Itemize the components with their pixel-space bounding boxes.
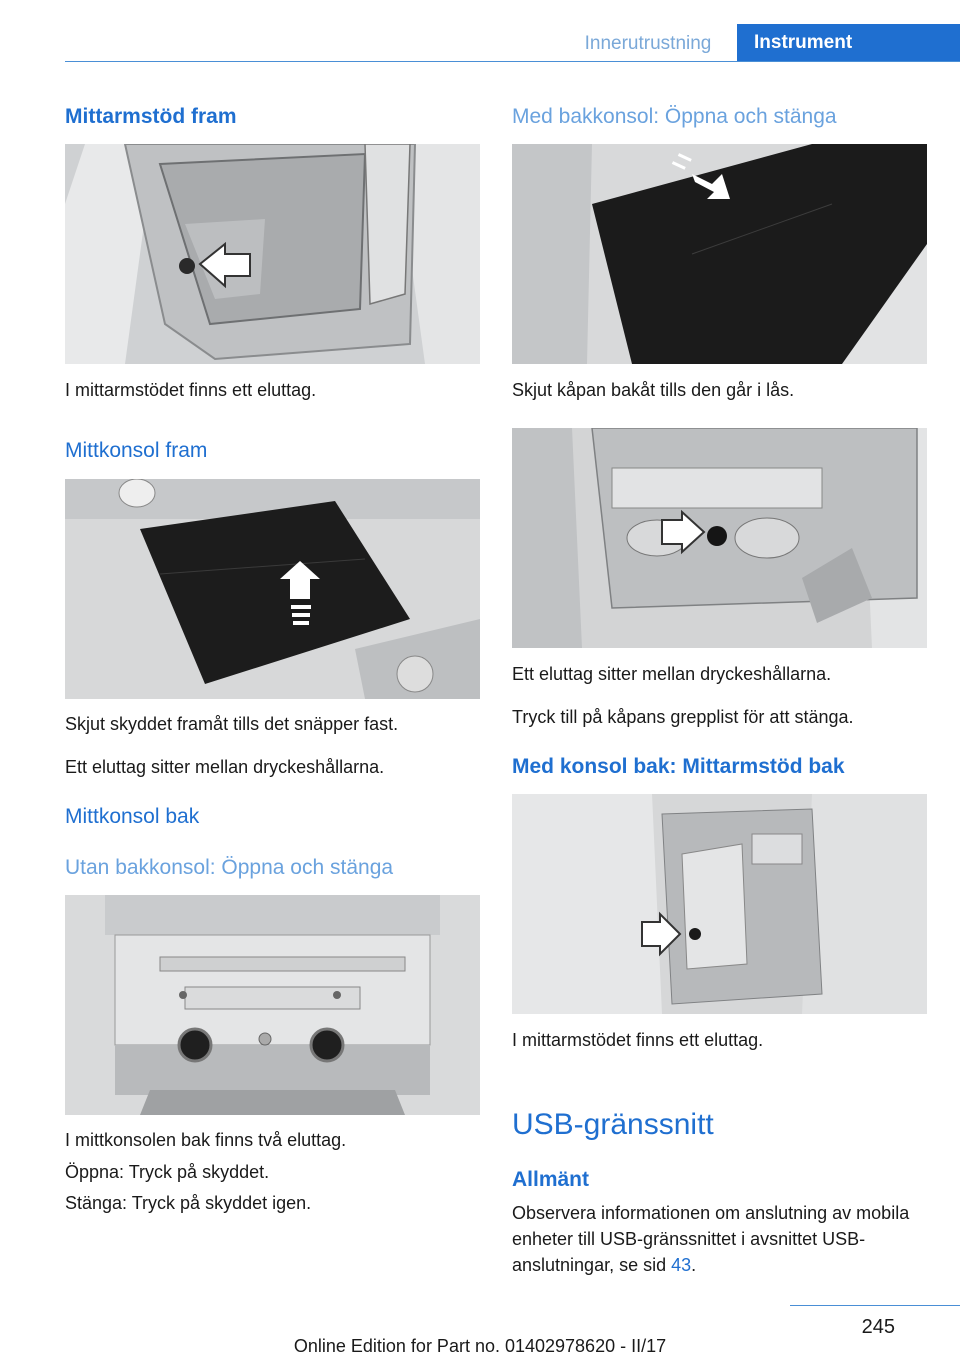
figure-slide-cover xyxy=(512,144,927,364)
text-usb-info-end: . xyxy=(691,1255,697,1275)
text-rear-2: Öppna: Tryck på skyddet. xyxy=(65,1162,270,1182)
heading-console-front: Mittkonsol fram xyxy=(65,439,208,462)
text-armrest-rear: I mittarmstödet finns ett eluttag. xyxy=(512,1030,764,1050)
figure-armrest-front xyxy=(65,144,480,364)
text-rear-1: I mittkonsolen bak finns två eluttag. xyxy=(65,1130,347,1150)
heading-armrest-front: Mittarmstöd fram xyxy=(65,105,237,128)
figure-console-front xyxy=(65,479,480,699)
heading-general: Allmänt xyxy=(512,1168,590,1191)
text-usb-info-body: Observera informationen om anslutning av… xyxy=(512,1203,910,1275)
console-front-illustration xyxy=(65,479,480,699)
heading-console-rear: Mittkonsol bak xyxy=(65,805,200,828)
cupholder-socket-illustration xyxy=(512,428,927,648)
figure-rear-armrest xyxy=(512,794,927,1014)
text-usb-info: Observera informationen om anslutning av… xyxy=(512,1200,927,1278)
heading-rear-armrest: Med konsol bak: Mittarmstöd bak xyxy=(512,755,845,778)
text-close-cover: Tryck till på kåpans grepplist för att s… xyxy=(512,707,854,727)
rear-armrest-illustration xyxy=(512,794,927,1014)
text-slide-cover: Skjut kåpan bakåt tills den går i lås. xyxy=(512,380,795,400)
heading-without-rear-console: Utan bakkonsol: Öppna och stänga xyxy=(65,856,394,879)
rear-console-illustration xyxy=(65,895,480,1115)
page-number: 245 xyxy=(861,1316,895,1338)
page-link-43[interactable]: 43 xyxy=(671,1255,692,1275)
header-tab-instrument[interactable]: Instrument xyxy=(737,24,960,62)
header-tab-innerutrustning[interactable]: Innerutrustning xyxy=(584,33,712,54)
text-socket-between-cupholders: Ett eluttag sitter mellan dryckeshållarn… xyxy=(512,664,832,684)
armrest-front-illustration xyxy=(65,144,480,364)
text-rear-3: Stänga: Tryck på skyddet igen. xyxy=(65,1193,312,1213)
figure-cupholder-socket xyxy=(512,428,927,648)
text-armrest-front: I mittarmstödet finns ett eluttag. xyxy=(65,380,317,400)
header-divider xyxy=(65,61,960,62)
text-console-front-2: Ett eluttag sitter mellan dryckeshållarn… xyxy=(65,757,385,777)
heading-usb-interface: USB-gränssnitt xyxy=(512,1108,714,1141)
heading-with-rear-console: Med bakkonsol: Öppna och stänga xyxy=(512,105,837,128)
slide-cover-illustration xyxy=(512,144,927,364)
text-console-front-1: Skjut skyddet framåt tills det snäpper f… xyxy=(65,714,399,734)
footer-edition: Online Edition for Part no. 01402978620 … xyxy=(293,1336,667,1356)
footer-divider xyxy=(790,1305,960,1306)
figure-rear-console xyxy=(65,895,480,1115)
